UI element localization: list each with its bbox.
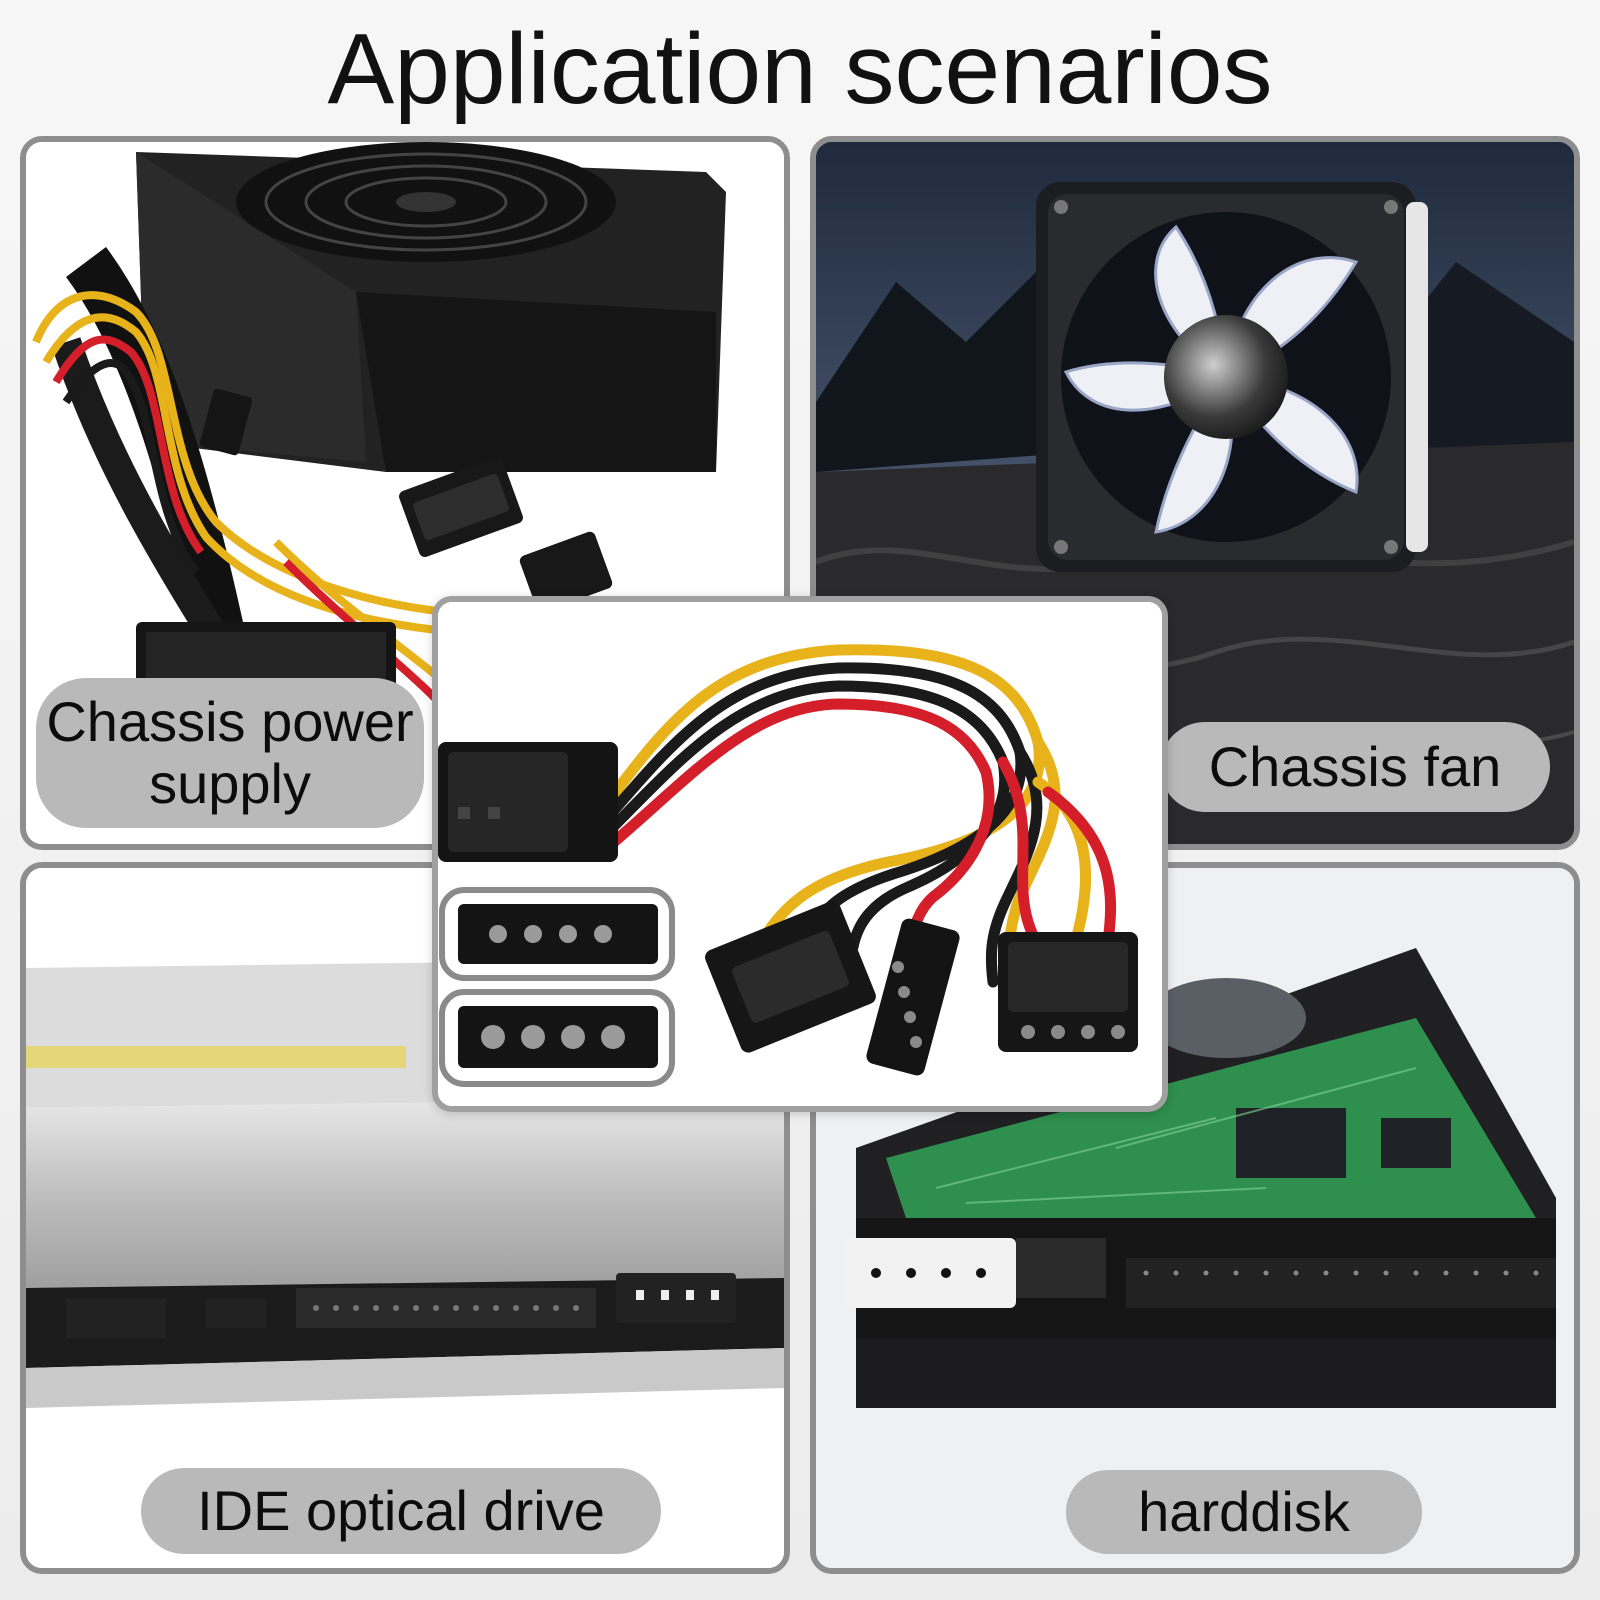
label-chassis-power-supply: Chassis power supply: [36, 678, 424, 828]
label-harddisk: harddisk: [1066, 1470, 1422, 1554]
page-title: Application scenarios: [327, 13, 1273, 125]
label-ide-optical-drive: IDE optical drive: [141, 1468, 661, 1554]
center-product-card: [432, 596, 1168, 1112]
label-chassis-power-supply-line2: supply: [149, 752, 311, 815]
panel-chassis-power-supply: Chassis power supply: [20, 136, 790, 850]
harddisk-icon: [816, 868, 1574, 1568]
label-chassis-fan: Chassis fan: [1160, 722, 1550, 812]
molex-output-connectors: [705, 901, 1138, 1076]
panel-harddisk: harddisk: [810, 862, 1580, 1574]
molex-input-connector: [438, 742, 618, 862]
label-chassis-power-supply-line1: Chassis power: [46, 690, 414, 753]
molex-connector-icon: [439, 887, 675, 1087]
molex-splitter-cable-icon: [438, 602, 1162, 1106]
